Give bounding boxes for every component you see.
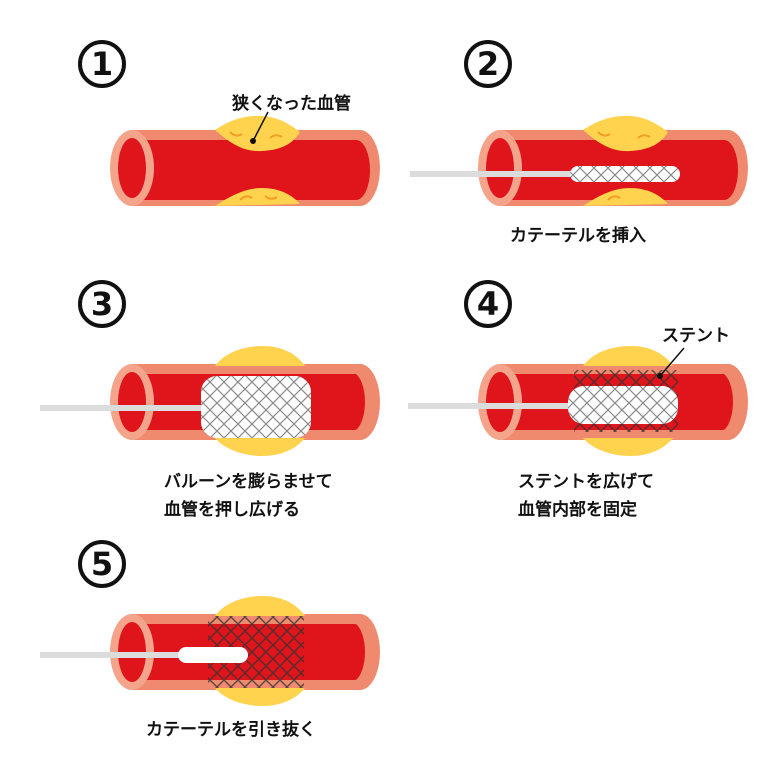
step-4-label: ステント xyxy=(662,326,730,346)
step-4-caption-line-1: ステントを広げて xyxy=(518,472,654,492)
catheter-removal-illustration xyxy=(40,596,380,706)
step-number-5: 5 xyxy=(78,540,126,588)
step-number-2: 2 xyxy=(464,40,512,88)
catheter-insertion-illustration xyxy=(410,115,748,206)
step-4-caption-line-2: 血管内部を固定 xyxy=(518,500,637,520)
balloon-inflation-illustration xyxy=(40,346,380,456)
step-3-caption-line-2: 血管を押し広げる xyxy=(164,500,300,520)
step-2-caption: カテーテルを挿入 xyxy=(510,226,646,246)
narrowed-vessel-illustration xyxy=(110,111,380,206)
step-1-label: 狭くなった血管 xyxy=(232,94,351,114)
step-number-3: 3 xyxy=(78,280,126,328)
step-3-caption-line-1: バルーンを膨らませて xyxy=(164,472,333,492)
step-4-panel: 4 ステント ステントを広げて 血管内部を固定 xyxy=(384,256,768,520)
step-1-panel: 1 狭くなった血管 xyxy=(0,0,384,256)
step-3-panel: 3 バルーンを膨らませて 血管を押し広げる xyxy=(0,256,384,520)
step-5-caption: カテーテルを引き抜く xyxy=(146,720,316,740)
step-number-1: 1 xyxy=(78,40,126,88)
step-number-4: 4 xyxy=(464,280,512,328)
stent-expansion-illustration xyxy=(408,346,748,456)
step-2-panel: 2 カテーテルを挿入 xyxy=(384,0,768,256)
step-5-panel: 5 カテーテルを引き抜く xyxy=(0,512,384,768)
